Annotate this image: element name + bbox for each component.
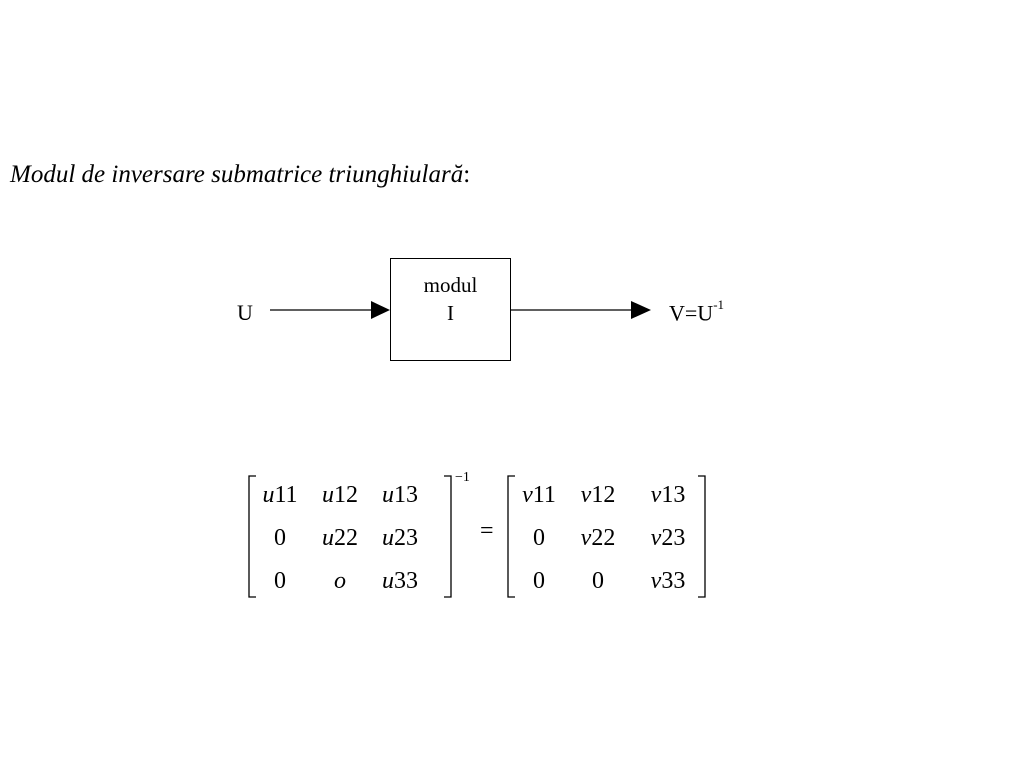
right-matrix-cell-3-2: 0 [562, 560, 634, 603]
right-matrix-cell-variable: v [580, 482, 592, 508]
left-matrix-cell-index: 33 [394, 568, 418, 594]
module-box-title: modul [423, 273, 478, 297]
heading-title: Modul de inversare submatrice triunghiul… [10, 161, 464, 188]
left-matrix-cell-variable: u [382, 568, 394, 594]
right-matrix-cell-index: 13 [661, 482, 686, 508]
left-matrix-cell-variable: u [382, 482, 394, 508]
right-matrix-cell-2-1: 0 [516, 517, 562, 560]
left-matrix-cell-index: 12 [334, 482, 358, 508]
input-label: U [237, 300, 253, 325]
section-heading: Modul de inversare submatrice triunghiul… [10, 161, 470, 189]
module-box-subtitle: I [447, 301, 454, 325]
right-matrix-cell-variable: v [522, 482, 533, 508]
right-matrix-cell-3-1: 0 [516, 560, 562, 603]
right-matrix-cell-index: 33 [661, 568, 686, 594]
module-box: modul I [390, 258, 511, 361]
left-matrix-cell-3-1: 0 [256, 560, 304, 603]
right-matrix-cell-index: 11 [532, 482, 556, 508]
right-matrix-cell-variable: v [650, 525, 662, 551]
right-matrix-open-bracket [507, 475, 515, 598]
right-matrix-cell-index: 22 [591, 525, 616, 551]
output-label-base: V=U [669, 300, 714, 326]
left-matrix-cell-3-2: o [304, 560, 376, 603]
left-matrix-cell-variable: u [262, 482, 275, 508]
right-matrix-cell-index: 0 [533, 525, 545, 551]
left-matrix-cell-variable: o [334, 568, 346, 594]
left-matrix-close-bracket [444, 475, 452, 598]
output-label-exponent: -1 [713, 297, 725, 312]
left-matrix-cell-index: 23 [394, 525, 418, 551]
right-matrix-cell-variable: v [650, 568, 662, 594]
right-matrix-cell-variable: v [580, 525, 592, 551]
left-matrix-open-bracket [248, 475, 256, 598]
input-arrow-head [371, 301, 390, 319]
left-matrix-cell-variable: u [322, 482, 334, 508]
output-label: V=U-1 [669, 297, 725, 326]
left-matrix-cell-variable: u [322, 525, 334, 551]
inverse-exponent: −1 [455, 470, 470, 485]
right-matrix-cell-variable: v [650, 482, 662, 508]
left-matrix-cell-index: 0 [274, 525, 286, 551]
heading-colon: : [463, 161, 471, 188]
left-matrix-cell-index: 13 [394, 482, 418, 508]
right-matrix-cell-index: 0 [533, 568, 545, 594]
right-matrix-cell-index: 12 [591, 482, 616, 508]
equals-sign: = [480, 518, 494, 544]
right-matrix-cell-index: 23 [661, 525, 686, 551]
left-matrix-cell-index: 11 [274, 482, 298, 508]
left-matrix-cell-index: 22 [334, 525, 358, 551]
left-matrix-cell-variable: u [382, 525, 394, 551]
right-matrix-close-bracket [698, 475, 706, 598]
left-matrix-cell-index: 0 [274, 568, 286, 594]
left-matrix-cell-2-1: 0 [256, 517, 304, 560]
output-arrow-head [631, 301, 651, 319]
right-matrix-cell-index: 0 [592, 568, 604, 594]
